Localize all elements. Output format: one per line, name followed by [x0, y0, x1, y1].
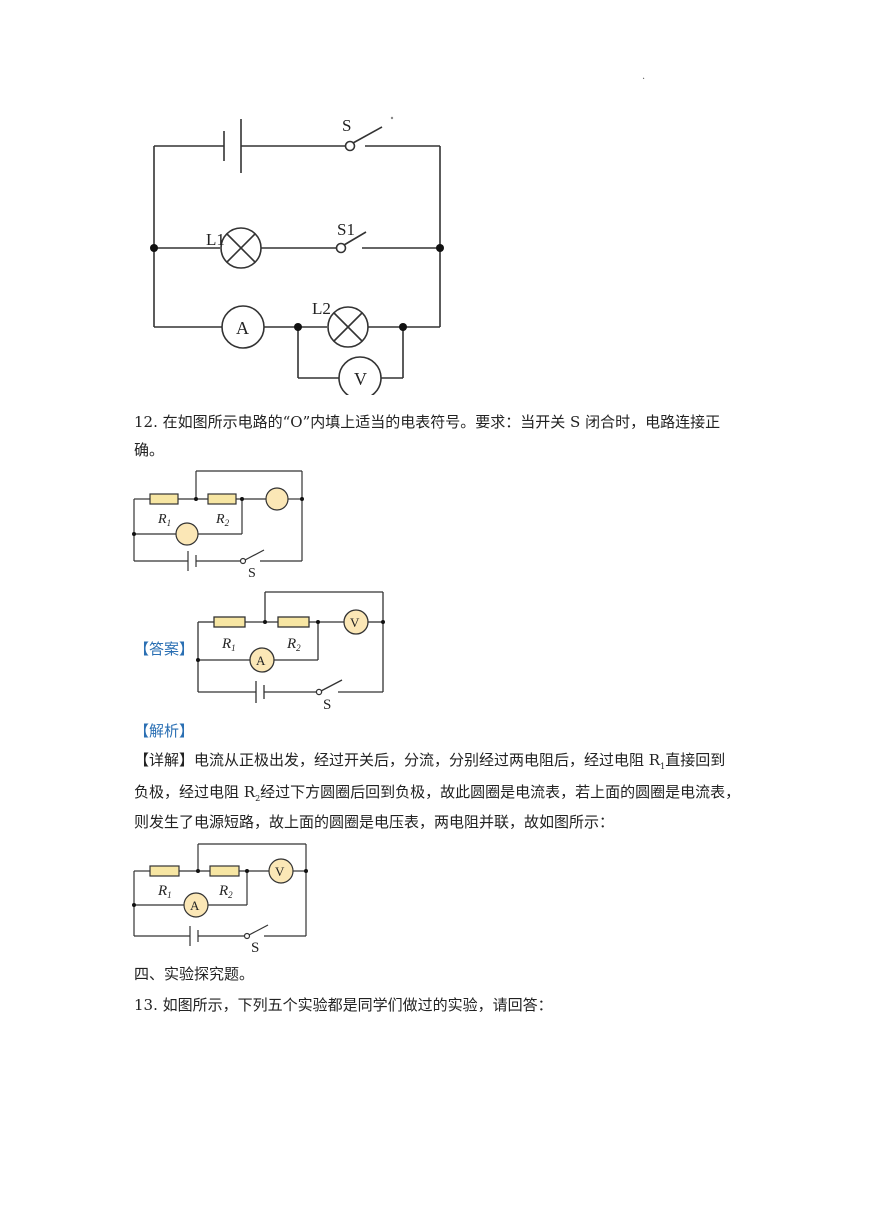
voltmeter-symbol-top: V — [354, 369, 367, 389]
analysis-line1: 【详解】电流从正极出发，经过开关后，分流，分别经过两电阻后，经过电阻 R1直接回… — [134, 752, 725, 775]
q12-r2-sub: 2 — [225, 518, 230, 528]
analysis-line2: 负极，经过电阻 R2经过下方圆圈后回到负极，故此圆圈是电流表，若上面的圆圈是电流… — [134, 784, 740, 807]
analysis-r1-label: R — [157, 883, 167, 899]
label-lamp-l1: L1 — [206, 230, 225, 249]
analysis-line3: 则发生了电源短路，故上面的圆圈是电压表，两电阻并联，故如图所示： — [134, 813, 615, 831]
answer-r2-sub: 2 — [296, 643, 301, 653]
svg-text:R1: R1 — [221, 636, 236, 653]
answer-voltmeter-symbol: V — [350, 615, 360, 630]
detail-tag: 【详解】 — [134, 751, 195, 769]
analysis-voltmeter-symbol: V — [275, 864, 285, 879]
analysis-line2-b: 经过下方圆圈后回到负极，故此圆圈是电流表，若上面的圆圈是电流表， — [260, 783, 741, 801]
answer-circuit-diagram: V A R1 R2 S — [196, 591, 385, 712]
answer-r1-sub: 1 — [231, 643, 236, 653]
analysis-switch-label: S — [251, 940, 259, 956]
analysis-line2-sub: 2 — [255, 794, 261, 803]
analysis-circuit-diagram: V A R1 R2 S — [132, 843, 308, 956]
label-lamp-l2: L2 — [312, 299, 331, 318]
stray-dot: · — [642, 74, 646, 85]
ammeter-symbol-top: A — [236, 318, 249, 338]
analysis-line1-text: 电流从正极出发，经过开关后，分流，分别经过两电阻后，经过电阻 R — [194, 751, 661, 769]
q13-text: 13. 如图所示，下列五个实验都是同学们做过的实验，请回答： — [134, 996, 553, 1014]
svg-text:R1: R1 — [157, 512, 171, 528]
q12-line1: 12. 在如图所示电路的“O”内填上适当的电表符号。要求：当开关 S 闭合时，电… — [134, 413, 721, 431]
analysis-ammeter-symbol: A — [190, 898, 200, 913]
analysis-r2-label: R — [218, 883, 228, 899]
q12-r1-sub: 1 — [167, 518, 172, 528]
svg-text:R2: R2 — [286, 636, 301, 653]
q12-r1-label: R — [157, 512, 167, 527]
q12-line2: 确。 — [134, 441, 165, 459]
label-switch-s: S — [342, 116, 351, 135]
analysis-r1-sub: 1 — [167, 890, 172, 900]
q12-switch-label: S — [248, 566, 256, 577]
section4-heading: 四、实验探究题。 — [134, 965, 255, 983]
answer-switch-label: S — [323, 697, 331, 712]
top-circuit-diagram: S S1 L1 L2 A V – — [150, 116, 444, 395]
svg-text:R2: R2 — [215, 512, 230, 528]
minus-mark: – — [394, 392, 403, 395]
analysis-line2-a: 负极，经过电阻 R — [134, 783, 256, 801]
answer-tag: 【答案】 — [134, 640, 195, 658]
analysis-tag: 【解析】 — [134, 722, 195, 740]
analysis-line1-end: 直接回到 — [665, 751, 726, 769]
q12-circuit-diagram: R1 R2 S — [132, 470, 304, 577]
label-switch-s1: S1 — [337, 220, 355, 239]
answer-ammeter-symbol: A — [256, 653, 266, 668]
analysis-r2-sub: 2 — [228, 890, 233, 900]
analysis-line1-sub: 1 — [660, 762, 666, 771]
svg-text:R2: R2 — [218, 883, 233, 900]
svg-text:R1: R1 — [157, 883, 172, 900]
q12-r2-label: R — [215, 512, 225, 527]
answer-r1-label: R — [221, 636, 231, 652]
answer-r2-label: R — [286, 636, 296, 652]
